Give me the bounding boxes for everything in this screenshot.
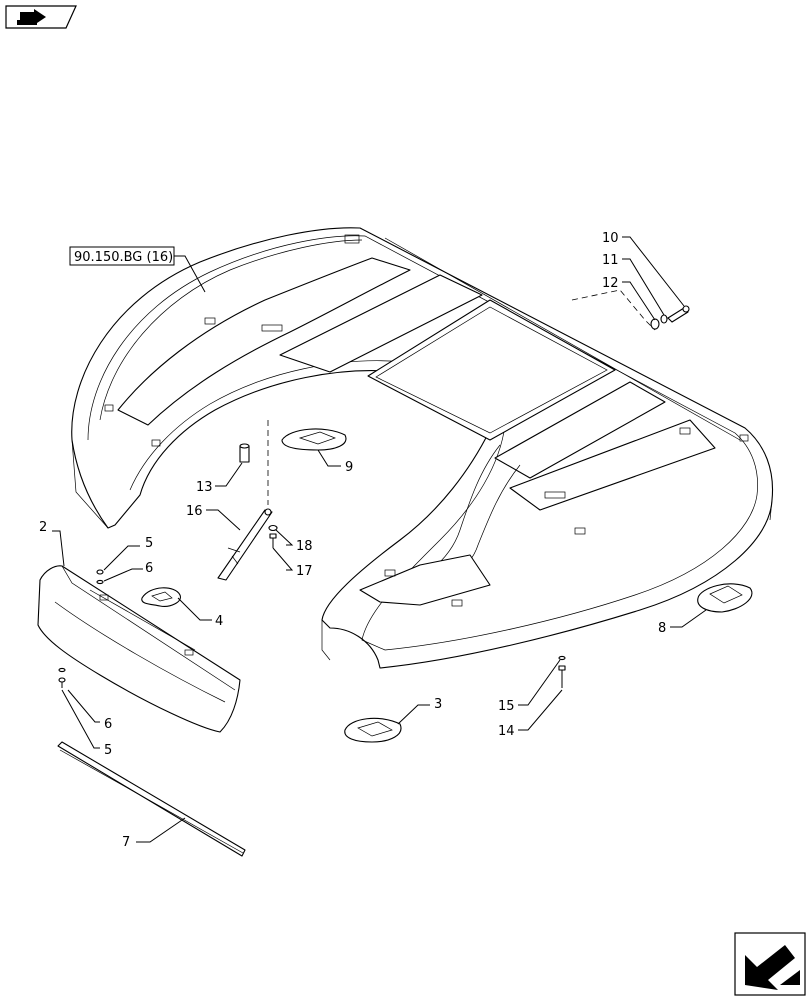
callout-6-bottom[interactable]: 6	[104, 717, 112, 732]
washer-part-15	[558, 655, 566, 661]
leader-lines	[52, 236, 707, 843]
grommet-part-4	[141, 587, 181, 607]
callout-9[interactable]: 9	[345, 460, 353, 475]
callout-13[interactable]: 13	[196, 480, 213, 495]
callout-15[interactable]: 15	[498, 699, 515, 714]
washer-part-6-top	[96, 579, 104, 585]
roof-panel	[71, 227, 774, 669]
bolt-part-10	[667, 305, 690, 323]
callout-12[interactable]: 12	[602, 276, 619, 291]
next-page-arrow-icon[interactable]	[734, 932, 806, 996]
callout-10[interactable]: 10	[602, 231, 619, 246]
washer-part-6-bottom	[58, 667, 66, 673]
callout-labels: 2 5 6 4 6 5 7 8 9 3 10 11 12 13 16 18 17…	[39, 231, 666, 850]
navigation-arrow-icon[interactable]	[5, 5, 77, 29]
grommet-part-3	[344, 717, 402, 743]
screw-part-5-top	[96, 569, 104, 575]
callout-17[interactable]: 17	[296, 564, 313, 579]
callout-5-top[interactable]: 5	[145, 536, 153, 551]
callout-18[interactable]: 18	[296, 539, 313, 554]
washer-part-18	[268, 524, 278, 532]
callout-11[interactable]: 11	[602, 253, 619, 268]
grommet-part-9	[281, 428, 347, 451]
washer-part-12	[650, 318, 660, 330]
callout-16[interactable]: 16	[186, 504, 203, 519]
washer-part-11	[660, 314, 668, 324]
reference-label[interactable]: 90.150.BG (16)	[69, 246, 206, 293]
callout-14[interactable]: 14	[498, 724, 515, 739]
spacer-part-13	[239, 443, 250, 463]
callout-3[interactable]: 3	[434, 697, 442, 712]
front-trim-panel	[37, 565, 241, 733]
svg-text:90.150.BG (16): 90.150.BG (16)	[74, 250, 173, 265]
callout-8[interactable]: 8	[658, 621, 666, 636]
callout-6-top[interactable]: 6	[145, 561, 153, 576]
screw-part-5-bottom	[58, 677, 66, 688]
callout-2[interactable]: 2	[39, 520, 47, 535]
callout-5-bottom[interactable]: 5	[104, 743, 112, 758]
callout-4[interactable]: 4	[215, 614, 223, 629]
seal-strip	[57, 741, 246, 857]
callout-7[interactable]: 7	[122, 835, 130, 850]
bolt-part-14	[558, 665, 566, 688]
bracket-part-16	[217, 508, 273, 581]
bolt-part-17	[269, 533, 277, 548]
grommet-part-8	[697, 583, 753, 613]
